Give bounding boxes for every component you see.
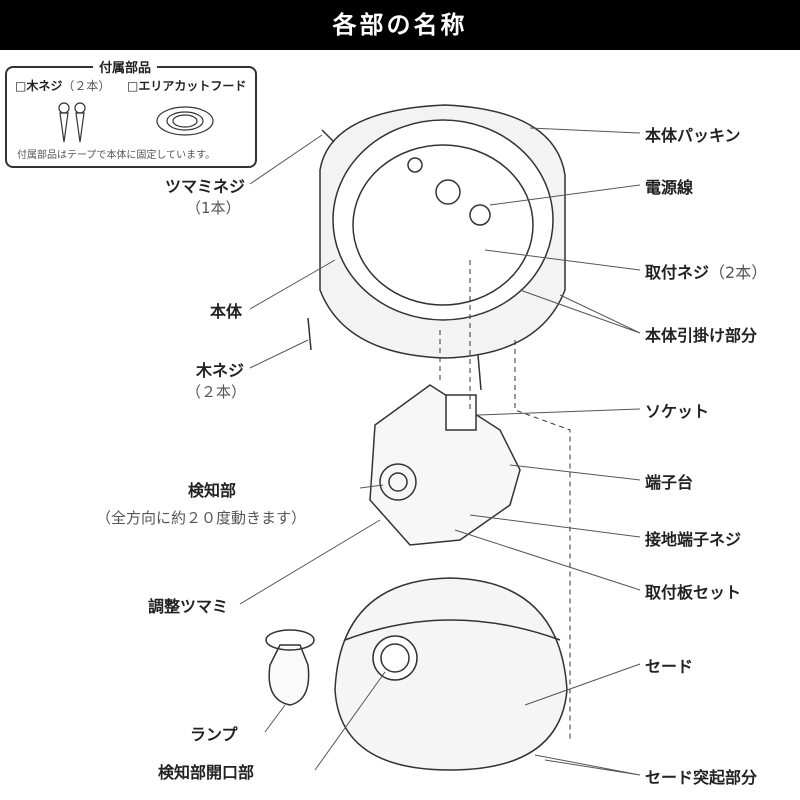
label-wood-screw: 木ネジ [196, 361, 245, 380]
label-power-cord: 電源線 [645, 178, 694, 197]
label-mounting-plate: 取付板セット [645, 583, 742, 602]
label-mounting-screw: 取付ネジ（2本） [645, 259, 767, 283]
label-shade: セード [645, 657, 694, 676]
label-wood-screw-qty: （２本） [186, 383, 247, 401]
label-body-packing: 本体パッキン [645, 126, 741, 145]
accessories-box: 付属部品 □木ネジ（２本） □エリアカットフード 付属部品はテープで本体に固定し… [5, 57, 257, 168]
label-ground-screw: 接地端子ネジ [645, 530, 742, 549]
accessory-wood-screw: □木ネジ（２本） [15, 77, 110, 94]
mounting-screw-qty: （2本） [709, 263, 768, 282]
label-adjust-knob: 調整ツマミ [148, 597, 229, 616]
accessory-label: □木ネジ [15, 79, 63, 93]
page-title: 各部の名称 [0, 0, 800, 50]
accessories-title: 付属部品 [93, 57, 158, 76]
label-knob-screw-qty: （1本） [186, 199, 241, 217]
label-terminal-block: 端子台 [645, 473, 694, 492]
label-sensor-opening: 検知部開口部 [158, 763, 255, 782]
label-body-hook: 本体引掛け部分 [645, 326, 758, 345]
label-shade-protrusion: セード突起部分 [645, 768, 758, 787]
label-body: 本体 [210, 302, 243, 321]
mounting-screw-text: 取付ネジ [645, 263, 710, 282]
label-socket: ソケット [645, 402, 710, 421]
label-sensor-note: （全方向に約２０度動きます） [96, 509, 307, 527]
accessories-note: 付属部品はテープで本体に固定しています。 [17, 150, 216, 161]
accessory-qty: （２本） [62, 79, 111, 93]
accessory-area-cut-hood: □エリアカットフード [127, 79, 247, 93]
label-knob-screw: ツマミネジ [165, 177, 246, 196]
label-sensor: 検知部 [188, 481, 237, 500]
accessory-illustrations [58, 102, 214, 143]
label-lamp: ランプ [190, 725, 238, 744]
